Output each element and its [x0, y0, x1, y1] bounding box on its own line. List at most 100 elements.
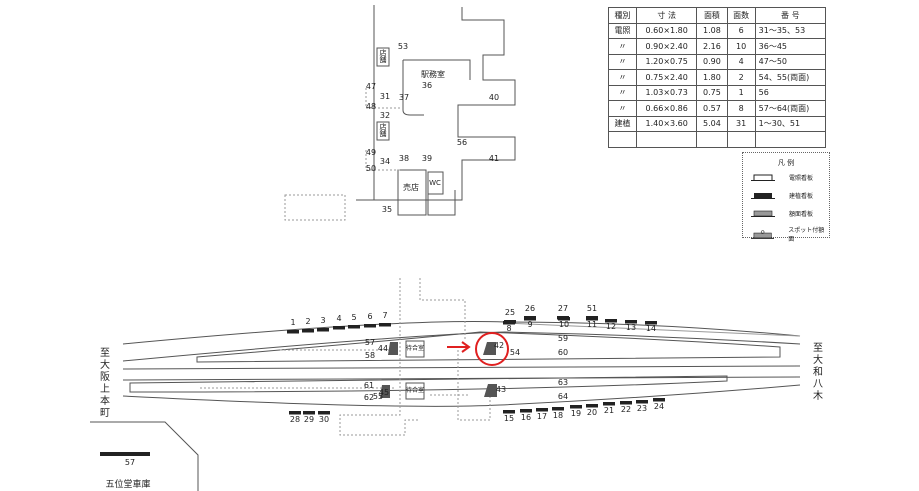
standing-sign-bar [586, 317, 598, 321]
sign-number: 39 [421, 154, 433, 163]
sign-number: 50 [365, 164, 377, 173]
table-cell: 〃 [607, 84, 638, 101]
sign-number: 53 [397, 42, 409, 51]
table-cell [726, 131, 756, 148]
table-cell: 1〜30、51 [754, 115, 827, 132]
legend: 凡 例 電照看板 建植看板 額面看板 スポット付額面 [742, 152, 830, 243]
framed-sign-icon [484, 384, 497, 397]
standing-sign-bar [503, 410, 515, 414]
sign-number: 54 [509, 348, 521, 357]
sign-number: 24 [653, 402, 665, 411]
table-cell: 1 [726, 84, 756, 101]
sign-number: 17 [536, 412, 548, 421]
sign-number: 47 [365, 82, 377, 91]
sign-number: 45 [378, 388, 390, 397]
legend-label: 電照看板 [789, 175, 814, 182]
station-office-label: 駅務室 [421, 70, 445, 79]
header-area: 面積 [696, 7, 728, 24]
table-cell: 1.40×3.60 [636, 115, 698, 132]
header-type: 種別 [607, 7, 638, 24]
standing-sign-bar [289, 411, 301, 415]
framed-sign-icon [388, 342, 398, 355]
sign-number: 63 [557, 378, 569, 387]
table-cell: 1.80 [696, 69, 728, 86]
sign-number: 12 [605, 322, 617, 331]
table-cell: 10 [726, 38, 756, 55]
sign-number: 14 [645, 324, 657, 333]
table-cell: 5.04 [696, 115, 728, 132]
standing-sign-bar [348, 325, 360, 329]
spot-framed-sign-icon [751, 229, 775, 239]
standing-sign-bar [317, 328, 329, 332]
sign-number: 64 [557, 392, 569, 401]
table-cell: 電照 [607, 22, 638, 39]
wc-label: WC [429, 179, 441, 187]
legend-item: 電照看板 [751, 173, 813, 182]
standing-sign-bar [653, 398, 665, 402]
table-cell: 8 [726, 100, 756, 117]
sign-number: 43 [495, 385, 507, 394]
standing-sign-bar [333, 326, 345, 330]
sign-number: 56 [456, 138, 468, 147]
sign-number: 11 [586, 320, 598, 329]
header-faces: 面数 [726, 7, 756, 24]
sign-number: 34 [379, 157, 391, 166]
sign-number: 59 [557, 334, 569, 343]
header-size: 寸 法 [636, 7, 698, 24]
standing-sign-bar [625, 320, 637, 324]
table-cell: 2.16 [696, 38, 728, 55]
table-cell [696, 131, 728, 148]
table-cell: 0.75 [696, 84, 728, 101]
sign-number: 32 [379, 111, 391, 120]
shop-label: 店舗 [379, 123, 387, 138]
sign-number: 44 [377, 344, 389, 353]
kiosk-label: 売店 [403, 183, 419, 192]
framed-sign-icon [751, 210, 775, 217]
sign-number: 57 [364, 338, 376, 347]
sign-number: 23 [636, 404, 648, 413]
sign-number: 18 [552, 411, 564, 420]
standing-sign-bar [503, 321, 515, 325]
legend-title: 凡 例 [777, 159, 795, 167]
standing-sign-bar [520, 409, 532, 413]
framed-sign-icon [380, 385, 390, 398]
depot-sign-number: 57 [124, 458, 136, 467]
table-cell [607, 131, 638, 148]
table-cell: 0.60×1.80 [636, 22, 698, 39]
table-cell: 1.08 [696, 22, 728, 39]
sign-number: 36 [421, 81, 433, 90]
sign-number: 16 [520, 413, 532, 422]
table-cell: 1.03×0.73 [636, 84, 698, 101]
table-cell: 〃 [607, 100, 638, 117]
standing-sign-bar [318, 411, 330, 415]
standing-sign-bar [645, 321, 657, 325]
sign-number: 25 [504, 308, 516, 317]
table-cell: 31 [726, 115, 756, 132]
table-cell: 1.20×0.75 [636, 53, 698, 70]
table-cell: 〃 [607, 69, 638, 86]
table-cell: 31〜35、53 [754, 22, 827, 39]
waiting-room-label: 待合室 [405, 345, 425, 352]
sign-number: 42 [493, 341, 505, 350]
table-cell [754, 131, 827, 148]
standing-sign-bar [524, 317, 536, 321]
framed-sign-icon [483, 342, 496, 355]
table-cell: 〃 [607, 38, 638, 55]
table-cell: 4 [726, 53, 756, 70]
sign-number: 7 [382, 311, 388, 320]
standing-sign-bar [603, 402, 615, 406]
standing-sign-bar [379, 323, 391, 327]
standing-sign-bar [620, 401, 632, 405]
table-cell: 0.90 [696, 53, 728, 70]
sign-number: 30 [318, 415, 330, 424]
shop-label: 店舗 [379, 49, 387, 64]
table-cell: 0.57 [696, 100, 728, 117]
standing-sign-bar [570, 405, 582, 409]
sign-number: 49 [365, 148, 377, 157]
